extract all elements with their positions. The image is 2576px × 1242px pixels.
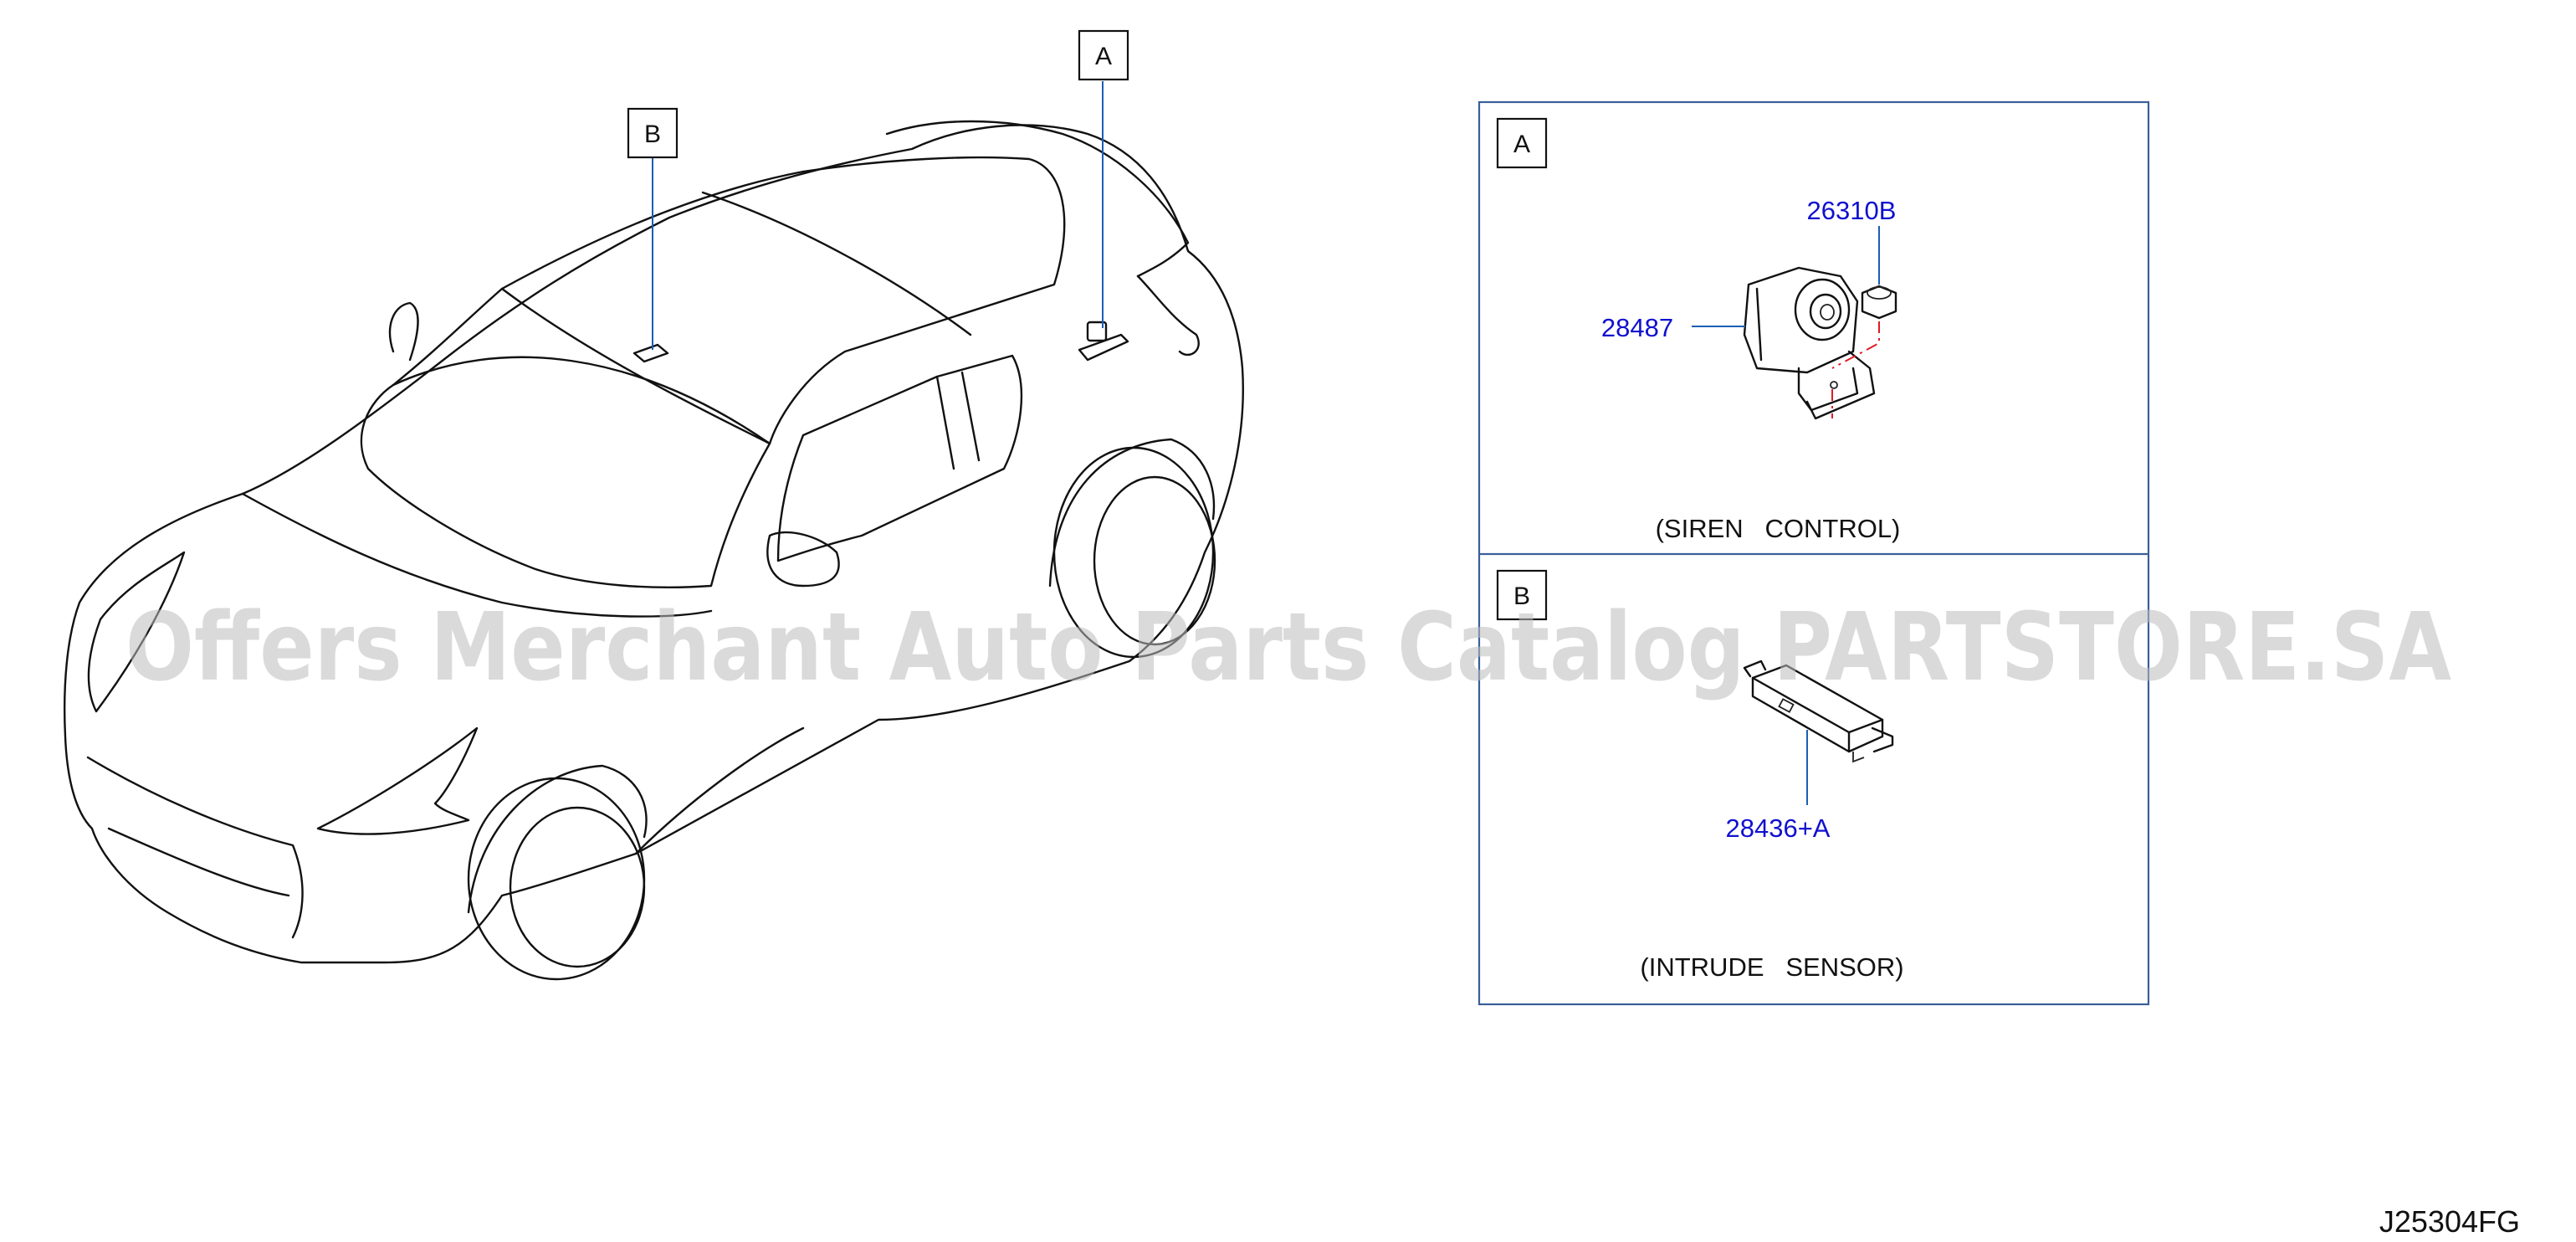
car-callout-a-label: A bbox=[1095, 43, 1112, 70]
car-outline-drawing bbox=[63, 120, 1244, 981]
diagram-code: J25304FG bbox=[2379, 1204, 2520, 1239]
panel-b-caption: (INTRUDE SENSOR) bbox=[1640, 952, 1903, 982]
detail-panel-frame bbox=[1477, 100, 2150, 1006]
car-callout-a[interactable]: A bbox=[1078, 29, 1129, 81]
panel-b-id: B bbox=[1513, 583, 1530, 610]
part-number-28487[interactable]: 28487 bbox=[1601, 313, 1673, 342]
panel-a-id-box[interactable]: A bbox=[1496, 117, 1548, 169]
part-number-26310b[interactable]: 26310B bbox=[1807, 196, 1897, 225]
car-callout-b[interactable]: B bbox=[627, 107, 679, 159]
intrude-sensor-part bbox=[1743, 659, 1894, 763]
watermark-text: Offers Merchant Auto Parts Catalog PARTS… bbox=[125, 593, 2451, 702]
siren-control-part bbox=[1743, 266, 1897, 420]
panel-a: A 26310B 28487 (SIREN CONTROL) bbox=[1496, 117, 1901, 543]
car-callout-b-label: B bbox=[644, 121, 661, 148]
panel-b: B 28436+A (INTRUDE SENSOR) bbox=[1496, 569, 1904, 982]
panel-a-id: A bbox=[1513, 131, 1530, 158]
panel-b-id-box[interactable]: B bbox=[1496, 569, 1548, 621]
panel-a-caption: (SIREN CONTROL) bbox=[1656, 514, 1901, 543]
part-number-28436a[interactable]: 28436+A bbox=[1726, 813, 1831, 843]
